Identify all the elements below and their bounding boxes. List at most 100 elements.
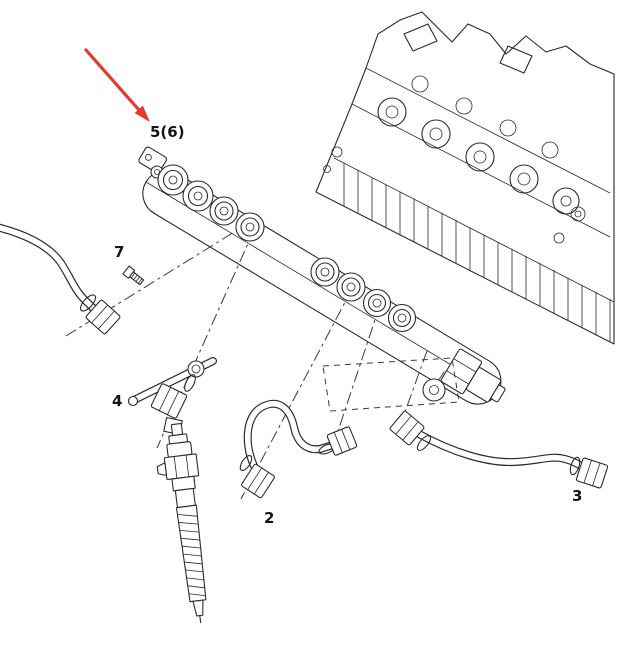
spring-circle — [411, 75, 429, 93]
port-outer-ring — [387, 303, 417, 333]
label-part-7: 7 — [114, 243, 124, 261]
label-part-3: 3 — [572, 487, 582, 505]
union-nut — [85, 299, 121, 335]
valve-port-circle-inner — [560, 195, 572, 207]
port-mid-ring — [214, 201, 234, 221]
port-outer-ring — [310, 257, 340, 287]
nut-facets — [247, 467, 269, 495]
engine-block-outline — [315, 11, 615, 345]
bolt-threads — [130, 272, 143, 284]
port-outer-ring — [362, 288, 392, 318]
port-mid-ring — [240, 217, 260, 237]
port-hole — [219, 206, 229, 216]
port-mid-ring — [367, 293, 387, 313]
rail-pressure-sensor — [440, 348, 506, 403]
injector-lower-body — [174, 488, 196, 508]
port-hole — [168, 175, 178, 185]
rail-seam-line — [145, 181, 499, 394]
leader-line-part4-injector — [156, 229, 255, 449]
block-boss — [403, 23, 438, 52]
union-nut — [326, 426, 358, 456]
pointer-arrow — [84, 48, 150, 122]
port-outer-ring — [336, 272, 366, 302]
nut-facets — [91, 304, 115, 330]
nut-facets — [333, 428, 351, 454]
nut-facets — [583, 459, 601, 487]
injector-nozzle-ribs — [177, 514, 206, 597]
fuel-rail-ports — [157, 164, 417, 333]
union-nut — [150, 383, 188, 419]
injector-port — [387, 303, 417, 333]
washer — [416, 435, 432, 451]
injector-tip — [192, 599, 204, 617]
block-boss — [499, 45, 533, 74]
nut-body — [85, 299, 121, 335]
nut-facets — [158, 386, 180, 416]
port-hole — [346, 282, 356, 292]
valve-port-circle — [465, 142, 495, 172]
leader-line-part2-left — [240, 288, 353, 500]
washer-ring — [239, 454, 253, 472]
label-part-4: 4 — [112, 392, 122, 410]
pipe-fill — [416, 431, 590, 474]
leader-line-part2-right — [330, 304, 381, 453]
nut-body — [241, 463, 275, 499]
valve-port-circle — [421, 119, 451, 149]
engine-block — [315, 11, 615, 345]
part-labels: 5(6) 7 4 2 3 — [112, 123, 582, 527]
port-mid-ring — [187, 185, 209, 207]
fuel-pipe-left — [0, 223, 121, 335]
port-outer-ring — [209, 196, 239, 226]
port-mid-ring — [392, 308, 412, 328]
injector-port — [362, 288, 392, 318]
injector-nozzle-holder — [175, 504, 207, 603]
nut-body — [575, 457, 609, 489]
engine-block-fin-band-line — [333, 157, 615, 303]
port-outer-ring — [235, 212, 265, 242]
block-detail-circle — [331, 146, 343, 158]
pointer-arrow-head — [134, 105, 150, 122]
label-part-2: 2 — [264, 509, 274, 527]
bolt-7 — [122, 265, 145, 286]
union-nut — [575, 457, 609, 489]
label-part-5: 5(6) — [150, 123, 185, 141]
pipe-fill — [0, 224, 98, 313]
sensor-plug-tip — [490, 384, 506, 403]
injector-side-port — [156, 462, 168, 477]
valve-port-circle — [377, 97, 407, 127]
bolt-shaft — [129, 271, 145, 286]
sensor-hex-facets — [446, 358, 477, 385]
valve-port-circle — [509, 164, 539, 194]
fitting-4 — [127, 357, 217, 436]
fuel-pipe-2 — [239, 399, 358, 499]
injector-port — [310, 257, 340, 287]
injector-tip-needle — [199, 615, 202, 624]
port-mid-ring — [341, 277, 361, 297]
fuel-pipe-3 — [389, 410, 609, 489]
port-hole — [320, 267, 330, 277]
washer-ring — [569, 456, 581, 476]
injector-top-stub — [170, 422, 184, 437]
collar-hole — [191, 364, 201, 374]
block-detail-circle — [323, 165, 331, 173]
washer — [184, 374, 196, 392]
rail-mounting-lug — [422, 378, 446, 402]
port-mid-ring — [162, 169, 184, 191]
washer-ring — [79, 294, 97, 312]
port-hole — [372, 298, 382, 308]
injector-port — [235, 212, 265, 242]
washer-ring — [416, 435, 432, 451]
fuel-rail-body — [138, 146, 506, 405]
valve-port-circle-inner — [517, 172, 531, 186]
union-nut — [241, 463, 275, 499]
engine-block-fins — [343, 162, 611, 343]
pipe-end-ball — [127, 395, 139, 407]
spring-circle — [541, 141, 559, 159]
valve-port-circle — [552, 187, 580, 215]
union-nut — [389, 410, 425, 446]
block-detail-circle — [553, 232, 565, 244]
spring-circle — [499, 119, 517, 137]
injector-hex-facets — [173, 454, 190, 479]
pipe-fill — [244, 401, 336, 475]
injector-hex — [163, 453, 200, 481]
